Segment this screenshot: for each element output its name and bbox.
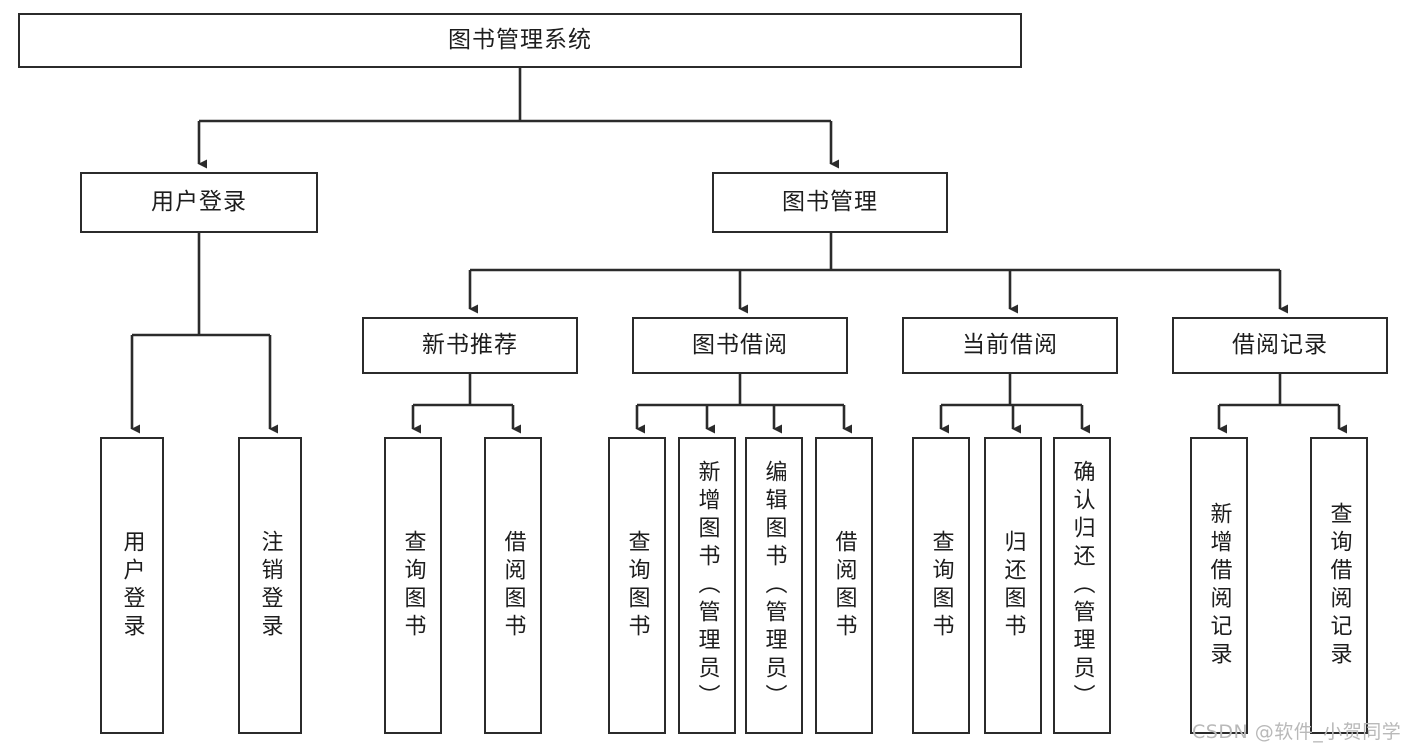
- node-book-borrow[interactable]: 图书借阅: [632, 317, 848, 374]
- leaf-text-wrap: 注销登录: [240, 439, 300, 732]
- node-current-borrow[interactable]: 当前借阅: [902, 317, 1118, 374]
- node-leaf-add-book[interactable]: 新增图书（管理员）: [678, 437, 736, 734]
- node-borrow-record[interactable]: 借阅记录: [1172, 317, 1388, 374]
- node-book-manage[interactable]: 图书管理: [712, 172, 948, 233]
- leaf-text-wrap: 新增借阅记录: [1192, 439, 1246, 732]
- node-borrow-record-label: 借阅记录: [1232, 332, 1328, 358]
- leaf-text-wrap: 借阅图书: [817, 439, 871, 732]
- leaf-text-wrap: 查询借阅记录: [1312, 439, 1366, 732]
- node-leaf-confirm-return-label: 确认归还（管理员）: [1069, 459, 1095, 712]
- node-leaf-return-book[interactable]: 归还图书: [984, 437, 1042, 734]
- node-leaf-query-book-rec-label: 查询图书: [400, 529, 426, 642]
- node-new-book-rec[interactable]: 新书推荐: [362, 317, 578, 374]
- node-root[interactable]: 图书管理系统: [18, 13, 1022, 68]
- node-current-borrow-label: 当前借阅: [962, 332, 1058, 358]
- leaf-text-wrap: 查询图书: [914, 439, 968, 732]
- node-leaf-query-book-rec[interactable]: 查询图书: [384, 437, 442, 734]
- leaf-text-wrap: 查询图书: [610, 439, 664, 732]
- node-root-label: 图书管理系统: [448, 27, 592, 53]
- leaf-text-wrap: 确认归还（管理员）: [1055, 439, 1109, 732]
- node-leaf-edit-book[interactable]: 编辑图书（管理员）: [745, 437, 803, 734]
- leaf-text-wrap: 查询图书: [386, 439, 440, 732]
- node-leaf-query-book-cur-label: 查询图书: [928, 529, 954, 642]
- node-leaf-confirm-return[interactable]: 确认归还（管理员）: [1053, 437, 1111, 734]
- node-user-login[interactable]: 用户登录: [80, 172, 318, 233]
- node-leaf-borrow-book[interactable]: 借阅图书: [815, 437, 873, 734]
- node-leaf-borrow-book-label: 借阅图书: [831, 529, 857, 642]
- node-leaf-add-book-label: 新增图书（管理员）: [694, 459, 720, 712]
- leaf-text-wrap: 编辑图书（管理员）: [747, 439, 801, 732]
- node-leaf-logout-label: 注销登录: [257, 529, 283, 642]
- node-user-login-label: 用户登录: [151, 189, 247, 215]
- edges: [130, 68, 1347, 434]
- node-leaf-borrow-book-rec-label: 借阅图书: [500, 529, 526, 642]
- node-leaf-borrow-book-rec[interactable]: 借阅图书: [484, 437, 542, 734]
- node-leaf-edit-book-label: 编辑图书（管理员）: [761, 459, 787, 712]
- node-leaf-logout[interactable]: 注销登录: [238, 437, 302, 734]
- node-leaf-add-record[interactable]: 新增借阅记录: [1190, 437, 1248, 734]
- leaf-text-wrap: 用户登录: [102, 439, 162, 732]
- node-leaf-return-book-label: 归还图书: [1000, 529, 1026, 642]
- node-leaf-user-login[interactable]: 用户登录: [100, 437, 164, 734]
- node-leaf-user-login-label: 用户登录: [119, 529, 145, 642]
- leaf-text-wrap: 新增图书（管理员）: [680, 439, 734, 732]
- node-leaf-query-book-borrow[interactable]: 查询图书: [608, 437, 666, 734]
- csdn-watermark: CSDN @软件_小贺同学: [1192, 721, 1402, 743]
- node-leaf-query-book-borrow-label: 查询图书: [624, 529, 650, 642]
- node-leaf-query-record-label: 查询借阅记录: [1326, 501, 1352, 670]
- node-leaf-add-record-label: 新增借阅记录: [1206, 501, 1232, 670]
- node-leaf-query-book-cur[interactable]: 查询图书: [912, 437, 970, 734]
- leaf-text-wrap: 借阅图书: [486, 439, 540, 732]
- node-leaf-query-record[interactable]: 查询借阅记录: [1310, 437, 1368, 734]
- leaf-text-wrap: 归还图书: [986, 439, 1040, 732]
- node-new-book-rec-label: 新书推荐: [422, 332, 518, 358]
- node-book-manage-label: 图书管理: [782, 189, 878, 215]
- node-book-borrow-label: 图书借阅: [692, 332, 788, 358]
